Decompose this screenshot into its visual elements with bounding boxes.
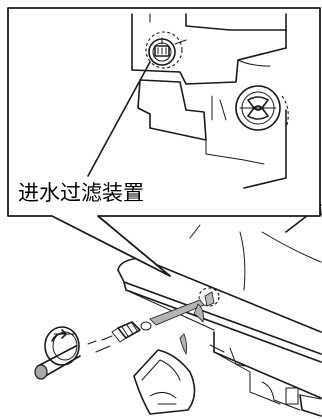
inset-detail xyxy=(131,13,287,189)
drain-opening xyxy=(198,287,220,307)
callout-label: 进水过滤装置 xyxy=(18,181,144,205)
removed-cap-icon xyxy=(34,326,81,380)
drain-cap-icon xyxy=(235,85,289,131)
inlet-filter-icon xyxy=(145,31,187,69)
washing-machine-body xyxy=(117,149,322,417)
leader-line xyxy=(87,61,151,177)
removal-arrow xyxy=(149,299,205,356)
cloth-icon xyxy=(133,349,196,415)
filter-plug-icon xyxy=(87,321,152,353)
callout-balloon xyxy=(7,7,321,277)
